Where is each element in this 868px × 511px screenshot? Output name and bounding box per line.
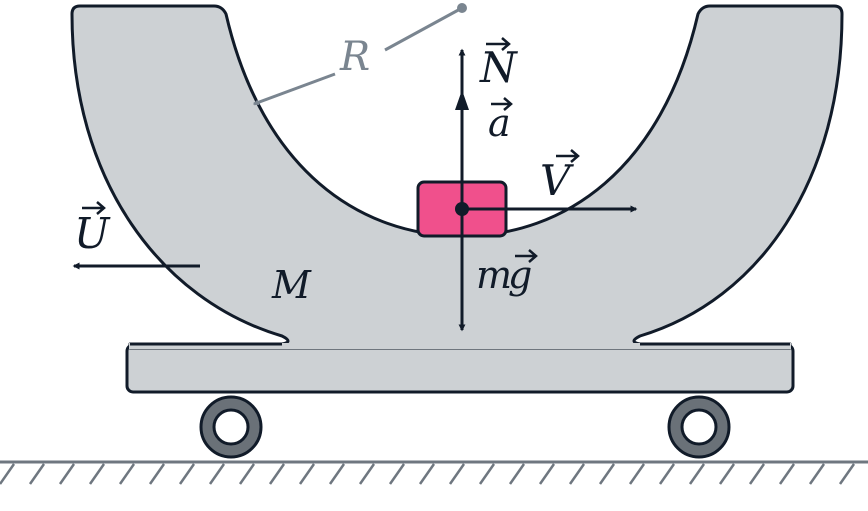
ground-hatch-mark [298, 463, 316, 485]
ground-hatch-mark [808, 463, 826, 485]
ground-hatch-mark [508, 463, 526, 485]
cart-mass-label: M [271, 263, 312, 307]
velocity-label: V [540, 156, 574, 205]
label-normal: N [479, 37, 518, 92]
ground-hatch-mark [0, 463, 16, 485]
ground-hatch-mark [538, 463, 556, 485]
acceleration-arrowhead [455, 90, 469, 110]
ground-hatch-mark [208, 463, 226, 485]
label-cart-velocity: U [74, 201, 111, 258]
ground-hatch-mark [238, 463, 256, 485]
radius-indicator: R [252, 3, 467, 106]
velocity-vector-hat [556, 149, 580, 163]
ground-hatch-mark [328, 463, 346, 485]
ground [0, 460, 868, 485]
normal-force-label: N [479, 43, 518, 92]
ground-hatch-mark [658, 463, 676, 485]
acceleration-label: a [488, 101, 511, 145]
ground-hatch-mark [268, 463, 286, 485]
ground-hatch-mark [448, 463, 466, 485]
ground-hatch-mark [58, 463, 76, 485]
ground-hatch-mark [418, 463, 436, 485]
wheel-left [199, 395, 263, 459]
ground-hatch-mark [778, 463, 796, 485]
gravity-mass-label: m [476, 253, 512, 297]
label-velocity: V [540, 149, 580, 205]
cart-cradle [70, 4, 844, 350]
block-center-dot [455, 202, 469, 216]
ground-hatch-mark [178, 463, 196, 485]
force-arrows [72, 48, 638, 332]
ground-hatch-mark [388, 463, 406, 485]
gravity-g-label: g [508, 253, 532, 297]
acceleration-vector-hat [491, 97, 513, 111]
ground-hatch-mark [118, 463, 136, 485]
ground-hatch-mark [598, 463, 616, 485]
label-gravity: m g [476, 249, 538, 297]
cart-velocity-vector-hat [82, 201, 106, 215]
cart-velocity-label: U [74, 209, 111, 258]
ground-hatch-mark [28, 463, 46, 485]
ground-hatch-mark [358, 463, 376, 485]
label-acceleration: a [488, 97, 513, 145]
normal-vector-hat [486, 37, 511, 51]
radius-label: R [339, 34, 370, 80]
ground-hatch-mark [478, 463, 496, 485]
seam-cover [129, 343, 791, 349]
ground-hatch-mark [628, 463, 646, 485]
ground-hatch-mark [748, 463, 766, 485]
gravity-vector-hat [515, 249, 538, 263]
cart-platform [125, 343, 795, 394]
ground-hatch-mark [148, 463, 166, 485]
ground-hatch-mark [88, 463, 106, 485]
ground-hatch-mark [568, 463, 586, 485]
wheel-right [667, 395, 731, 459]
ground-hatch-mark [688, 463, 706, 485]
ground-hatch-mark [718, 463, 736, 485]
ground-hatch-mark [838, 463, 856, 485]
